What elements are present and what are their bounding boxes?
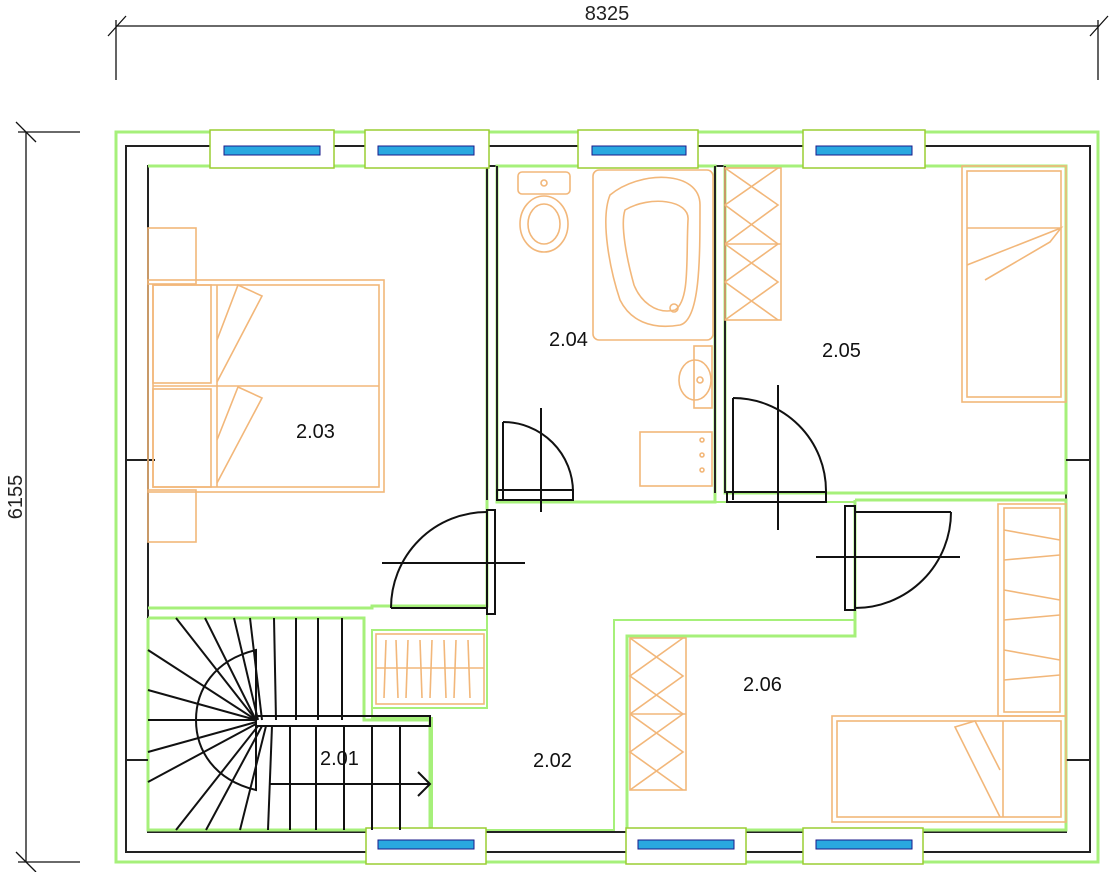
door-204	[496, 408, 574, 512]
width-dimension-label: 8325	[585, 3, 630, 25]
interior-walls	[126, 166, 1090, 761]
windows	[209, 129, 926, 865]
closet-shelves	[375, 633, 485, 705]
window-top-3	[577, 129, 699, 169]
room-label-2-02: 2.02	[533, 750, 572, 772]
window-bottom-1	[365, 827, 487, 865]
interior-outlines	[146, 164, 1068, 832]
door-203	[382, 509, 525, 615]
room-label-2-06: 2.06	[743, 674, 782, 696]
window-top-4	[802, 129, 926, 169]
furniture-bedroom-206	[628, 503, 1067, 823]
staircase	[147, 617, 432, 831]
room-label-2-03: 2.03	[296, 421, 335, 443]
doors	[382, 385, 960, 615]
left-dimension: 6155	[5, 121, 80, 872]
door-206	[816, 505, 960, 611]
room-label-2-05: 2.05	[822, 340, 861, 362]
window-top-2	[364, 129, 490, 169]
furniture-bedroom-203	[147, 227, 385, 543]
window-top-1	[209, 129, 335, 169]
furniture-bedroom-205	[723, 165, 1067, 403]
window-bottom-3	[802, 827, 924, 865]
room-label-2-04: 2.04	[549, 329, 588, 351]
top-dimension: 8325	[107, 3, 1109, 80]
room-label-2-01: 2.01	[320, 748, 359, 770]
height-dimension-label: 6155	[5, 475, 27, 520]
door-205	[726, 385, 827, 530]
furniture-bathroom-204	[517, 169, 714, 487]
window-bottom-2	[625, 827, 747, 865]
